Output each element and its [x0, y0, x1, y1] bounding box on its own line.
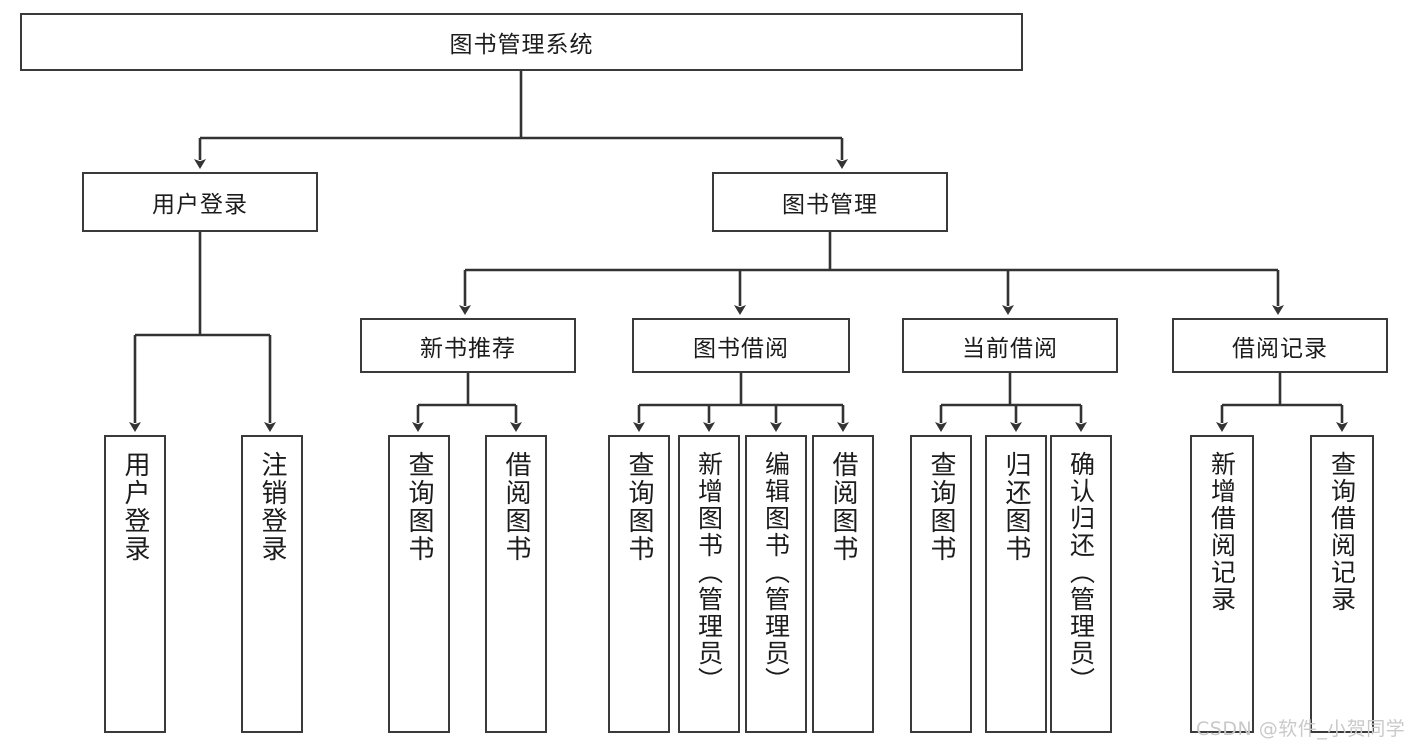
leaf-query-book-current[interactable]: 查询图书	[910, 435, 972, 733]
leaf-user-login[interactable]: 用户登录	[104, 435, 166, 733]
leaf-label: 查询图书	[926, 451, 957, 563]
leaf-borrow-book[interactable]: 借阅图书	[812, 435, 874, 733]
node-borrow-record[interactable]: 借阅记录	[1172, 318, 1388, 373]
leaf-confirm-return-admin[interactable]: 确认归还（管理员）	[1050, 435, 1112, 733]
leaf-label: 新增借阅记录	[1207, 451, 1237, 613]
node-root-system[interactable]: 图书管理系统	[20, 13, 1023, 71]
node-current-borrow[interactable]: 当前借阅	[902, 318, 1118, 373]
node-new-book-recommend[interactable]: 新书推荐	[360, 318, 576, 373]
leaf-label: 编辑图书（管理员）	[761, 451, 791, 694]
leaf-label: 新增图书（管理员）	[694, 451, 724, 694]
csdn-watermark: CSDN @软件_小贺同学	[1196, 718, 1405, 740]
leaf-add-book-admin[interactable]: 新增图书（管理员）	[678, 435, 740, 733]
leaf-logout[interactable]: 注销登录	[241, 435, 303, 733]
leaf-edit-book-admin[interactable]: 编辑图书（管理员）	[745, 435, 807, 733]
node-book-management[interactable]: 图书管理	[712, 172, 948, 232]
leaf-label: 借阅图书	[828, 451, 859, 563]
leaf-label: 确认归还（管理员）	[1066, 451, 1096, 694]
leaf-label: 查询图书	[404, 451, 435, 563]
leaf-borrow-book-new[interactable]: 借阅图书	[485, 435, 547, 733]
node-user-login[interactable]: 用户登录	[82, 172, 318, 232]
leaf-add-borrow-record[interactable]: 新增借阅记录	[1190, 435, 1254, 733]
leaf-label: 注销登录	[257, 451, 288, 563]
leaf-query-book-new[interactable]: 查询图书	[388, 435, 450, 733]
leaf-label: 查询借阅记录	[1327, 451, 1357, 613]
leaf-label: 借阅图书	[501, 451, 532, 563]
leaf-label: 查询图书	[624, 451, 655, 563]
leaf-query-book[interactable]: 查询图书	[608, 435, 670, 733]
node-book-borrow[interactable]: 图书借阅	[632, 318, 850, 373]
leaf-return-book[interactable]: 归还图书	[985, 435, 1047, 733]
leaf-label: 用户登录	[120, 451, 151, 563]
leaf-label: 归还图书	[1001, 451, 1032, 563]
leaf-query-borrow-record[interactable]: 查询借阅记录	[1310, 435, 1374, 733]
